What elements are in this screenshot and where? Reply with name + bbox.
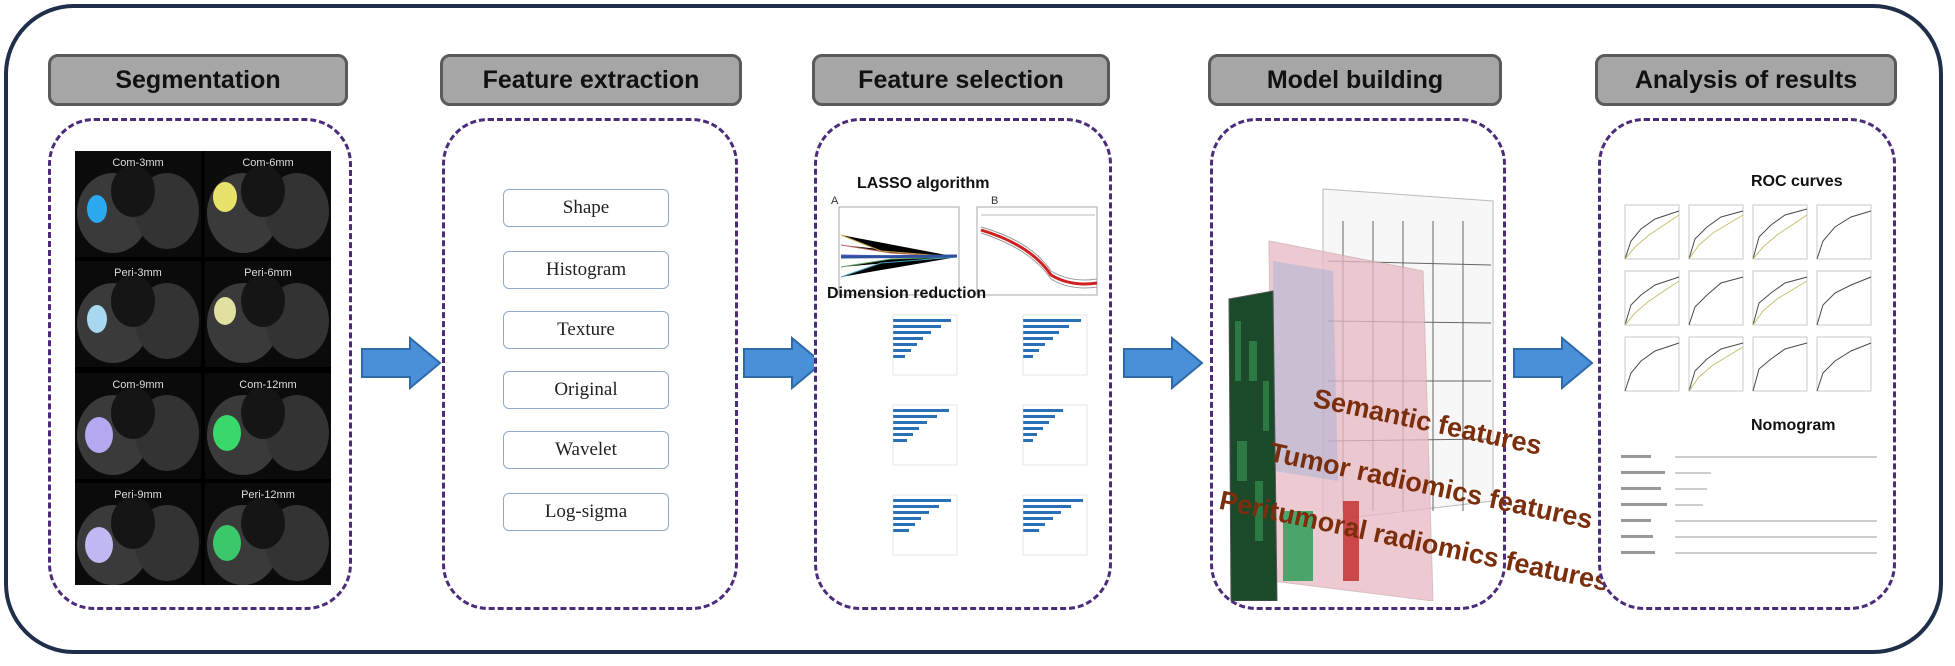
arrow-right-icon bbox=[1123, 336, 1204, 390]
roc-curves-image bbox=[1624, 204, 1872, 392]
mri-cell: Com-6mm bbox=[205, 151, 331, 257]
nomogram-title: Nomogram bbox=[1751, 417, 1836, 434]
mri-cell: Com-12mm bbox=[205, 373, 331, 479]
mri-cell: Peri-6mm bbox=[205, 261, 331, 367]
arrow-right-icon bbox=[1513, 336, 1594, 390]
arrow-right-icon bbox=[743, 336, 824, 390]
mri-scan-image bbox=[207, 165, 329, 253]
feature-item-shape: Shape bbox=[503, 189, 669, 227]
panel-b-label: B bbox=[991, 195, 999, 207]
layered-heatmaps-image bbox=[1228, 188, 1494, 601]
lasso-title: LASSO algorithm bbox=[857, 175, 990, 192]
roc-curves-title: ROC curves bbox=[1751, 173, 1843, 190]
stage-title-feature-selection: Feature selection bbox=[812, 54, 1110, 106]
mri-label: Com-12mm bbox=[239, 379, 297, 391]
mri-cell: Peri-3mm bbox=[75, 261, 201, 367]
mri-label: Com-3mm bbox=[112, 157, 164, 169]
stage-title-segmentation: Segmentation bbox=[48, 54, 348, 106]
mri-scan-image bbox=[77, 387, 199, 475]
feature-selection-panel: LASSO algorithm A B Dimension reduction bbox=[814, 118, 1112, 610]
mri-scan-image bbox=[77, 165, 199, 253]
mri-cell: Com-3mm bbox=[75, 151, 201, 257]
mri-label: Peri-9mm bbox=[114, 489, 162, 501]
mri-scan-image bbox=[77, 275, 199, 363]
stage-title-model-building: Model building bbox=[1208, 54, 1502, 106]
feature-item-wavelet: Wavelet bbox=[503, 431, 669, 469]
mri-grid: Com-3mm Com-6mm Peri-3mm Peri bbox=[75, 151, 331, 585]
feature-item-log-sigma: Log-sigma bbox=[503, 493, 669, 531]
feature-item-texture: Texture bbox=[503, 311, 669, 349]
mri-cell: Peri-9mm bbox=[75, 483, 201, 585]
feature-item-original: Original bbox=[503, 371, 669, 409]
stage-title-analysis: Analysis of results bbox=[1595, 54, 1897, 106]
mri-scan-image bbox=[207, 497, 329, 585]
feature-extraction-panel: Shape Histogram Texture Original Wavelet… bbox=[442, 118, 738, 610]
feature-importance-bars-image bbox=[892, 314, 1088, 556]
analysis-panel: ROC curves Nomogram bbox=[1598, 118, 1896, 610]
mri-scan-image bbox=[77, 497, 199, 585]
mri-label: Peri-6mm bbox=[244, 267, 292, 279]
feature-item-histogram: Histogram bbox=[503, 251, 669, 289]
arrow-right-icon bbox=[361, 336, 442, 390]
nomogram-image bbox=[1621, 455, 1877, 554]
mri-scan-image bbox=[207, 387, 329, 475]
mri-label: Com-6mm bbox=[242, 157, 294, 169]
mri-cell: Peri-12mm bbox=[205, 483, 331, 585]
lasso-plots-image bbox=[838, 206, 1098, 296]
model-building-panel: Semantic features Tumor radiomics featur… bbox=[1210, 118, 1612, 610]
mri-label: Peri-3mm bbox=[114, 267, 162, 279]
mri-label: Peri-12mm bbox=[241, 489, 295, 501]
mri-label: Com-9mm bbox=[112, 379, 164, 391]
mri-scan-image bbox=[207, 275, 329, 363]
stage-title-feature-extraction: Feature extraction bbox=[440, 54, 742, 106]
dimension-reduction-title: Dimension reduction bbox=[827, 285, 987, 302]
panel-a-label: A bbox=[831, 195, 839, 207]
mri-cell: Com-9mm bbox=[75, 373, 201, 479]
segmentation-panel: Com-3mm Com-6mm Peri-3mm Peri bbox=[48, 118, 352, 610]
